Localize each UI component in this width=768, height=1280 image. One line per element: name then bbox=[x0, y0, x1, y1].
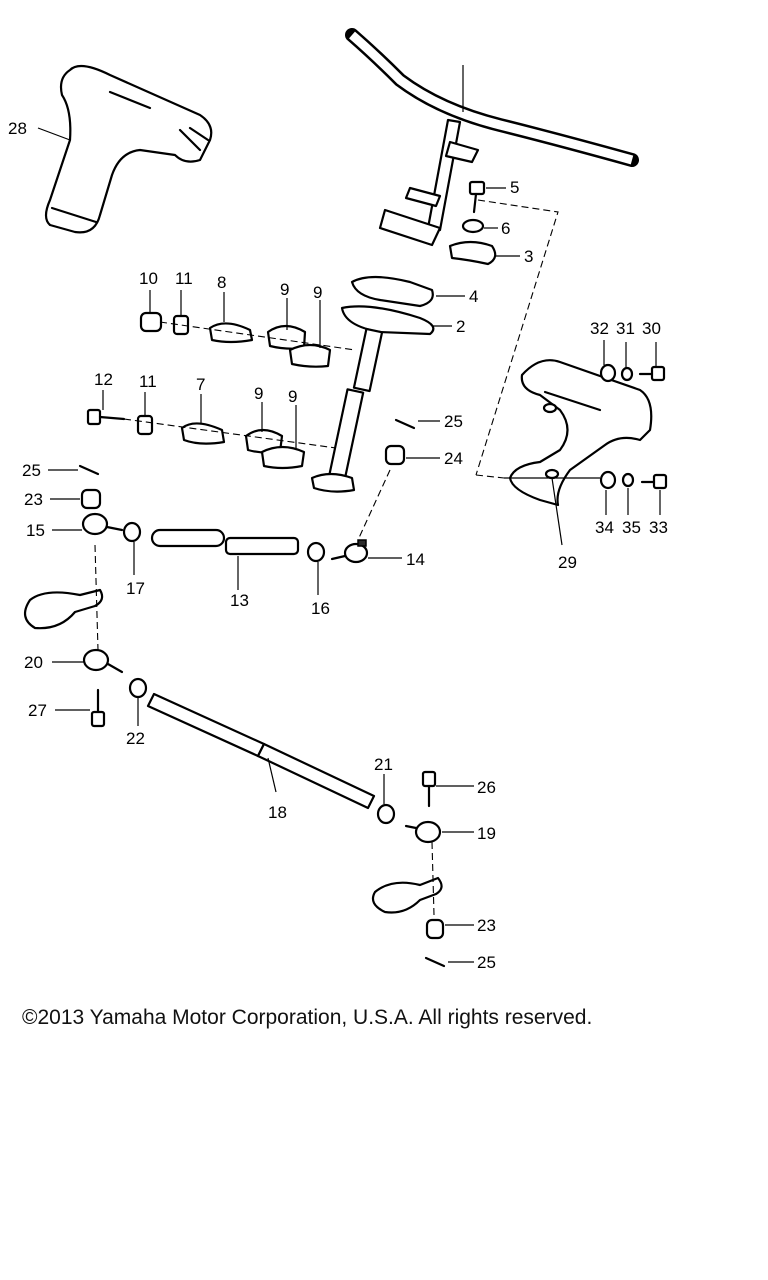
ball-joint-15-part bbox=[81, 512, 124, 536]
callout-25b: 25 bbox=[22, 461, 41, 480]
callout-9b: 9 bbox=[313, 283, 322, 302]
bushing-9b-part bbox=[288, 343, 332, 368]
callout-18: 18 bbox=[268, 803, 287, 822]
washer-34-part bbox=[599, 470, 617, 490]
cotter-pin-25-right-part bbox=[424, 956, 446, 968]
dashed-guide-29 bbox=[475, 199, 559, 476]
callout-4: 4 bbox=[469, 287, 478, 306]
nut-22-part bbox=[128, 677, 148, 699]
callout-35: 35 bbox=[622, 518, 641, 537]
bracket-7-part bbox=[180, 422, 226, 445]
callout-30: 30 bbox=[642, 319, 661, 338]
tie-rod-18-part bbox=[146, 692, 376, 810]
screw-33-part bbox=[640, 473, 668, 490]
bolt-27-part bbox=[90, 688, 106, 728]
callout-12: 12 bbox=[94, 370, 113, 389]
nut-17-part bbox=[122, 521, 142, 543]
callout-23b: 23 bbox=[477, 916, 496, 935]
bracket-2-part bbox=[340, 305, 435, 336]
ball-joint-20-part bbox=[82, 648, 124, 674]
callout-16: 16 bbox=[311, 599, 330, 618]
callout-2: 2 bbox=[456, 317, 465, 336]
bolt-12-part bbox=[86, 408, 126, 426]
holder-4-part bbox=[350, 275, 434, 308]
callout-32: 32 bbox=[590, 319, 609, 338]
nut-10-part bbox=[139, 311, 163, 333]
callout-9a: 9 bbox=[280, 280, 289, 299]
callout-13: 13 bbox=[230, 591, 249, 610]
callout-19: 19 bbox=[477, 824, 496, 843]
callout-25a: 25 bbox=[444, 412, 463, 431]
callout-29: 29 bbox=[558, 553, 577, 572]
plate-11-lower-part bbox=[136, 414, 154, 436]
callout-10: 10 bbox=[139, 269, 158, 288]
column-cover-29-part bbox=[508, 359, 653, 507]
callout-20: 20 bbox=[24, 653, 43, 672]
callout-27: 27 bbox=[28, 701, 47, 720]
callout-26: 26 bbox=[477, 778, 496, 797]
ball-joint-14-part bbox=[330, 539, 369, 564]
callout-33: 33 bbox=[649, 518, 668, 537]
callout-25c: 25 bbox=[477, 953, 496, 972]
screw-30-part bbox=[638, 365, 666, 382]
callout-31: 31 bbox=[616, 319, 635, 338]
callout-22: 22 bbox=[126, 729, 145, 748]
handle-cover-part bbox=[44, 64, 213, 234]
cotter-pin-25-upper-part bbox=[394, 418, 416, 430]
washer-35-part bbox=[621, 472, 635, 488]
clamp-3-part bbox=[448, 240, 497, 266]
callout-34: 34 bbox=[595, 518, 614, 537]
nut-24-part bbox=[384, 444, 406, 466]
steering-column-part bbox=[310, 327, 384, 493]
nut-21-part bbox=[376, 803, 396, 825]
callout-5: 5 bbox=[510, 178, 519, 197]
callout-17: 17 bbox=[126, 579, 145, 598]
callout-6: 6 bbox=[501, 219, 510, 238]
callout-7: 7 bbox=[196, 375, 205, 394]
bolt-26-part bbox=[421, 770, 437, 808]
steering-arm-right-part bbox=[371, 876, 443, 914]
washer-31-part bbox=[620, 366, 634, 382]
bolt-5-part bbox=[468, 180, 486, 214]
callout-21: 21 bbox=[374, 755, 393, 774]
nut-16-part bbox=[306, 541, 326, 563]
handlebar-part bbox=[345, 28, 639, 247]
cotter-pin-25-left-part bbox=[78, 464, 100, 476]
nut-23-left-part bbox=[80, 488, 102, 510]
washer-6-part bbox=[461, 218, 485, 234]
callout-9c: 9 bbox=[254, 384, 263, 403]
callout-14: 14 bbox=[406, 550, 425, 569]
callout-24: 24 bbox=[444, 449, 463, 468]
steering-parts-diagram: 28 5 6 3 4 2 10 11 8 bbox=[8, 28, 668, 972]
callout-8: 8 bbox=[217, 273, 226, 292]
callout-11a: 11 bbox=[175, 269, 193, 288]
callout-3: 3 bbox=[524, 247, 533, 266]
copyright-notice: ©2013 Yamaha Motor Corporation, U.S.A. A… bbox=[22, 1006, 593, 1029]
callout-23a: 23 bbox=[24, 490, 43, 509]
callout-28: 28 bbox=[8, 119, 27, 138]
ball-joint-19-part bbox=[404, 820, 442, 844]
washer-32-part bbox=[599, 363, 617, 383]
steering-arm-left-part bbox=[23, 588, 104, 630]
plate-11-upper-part bbox=[172, 314, 190, 336]
bushing-9d-part bbox=[260, 445, 306, 470]
leader-28 bbox=[37, 127, 71, 141]
callout-15: 15 bbox=[26, 521, 45, 540]
nut-23-right-part bbox=[425, 918, 445, 940]
callout-9d: 9 bbox=[288, 387, 297, 406]
tie-rod-13-part bbox=[150, 528, 300, 556]
callout-11b: 11 bbox=[139, 372, 157, 391]
